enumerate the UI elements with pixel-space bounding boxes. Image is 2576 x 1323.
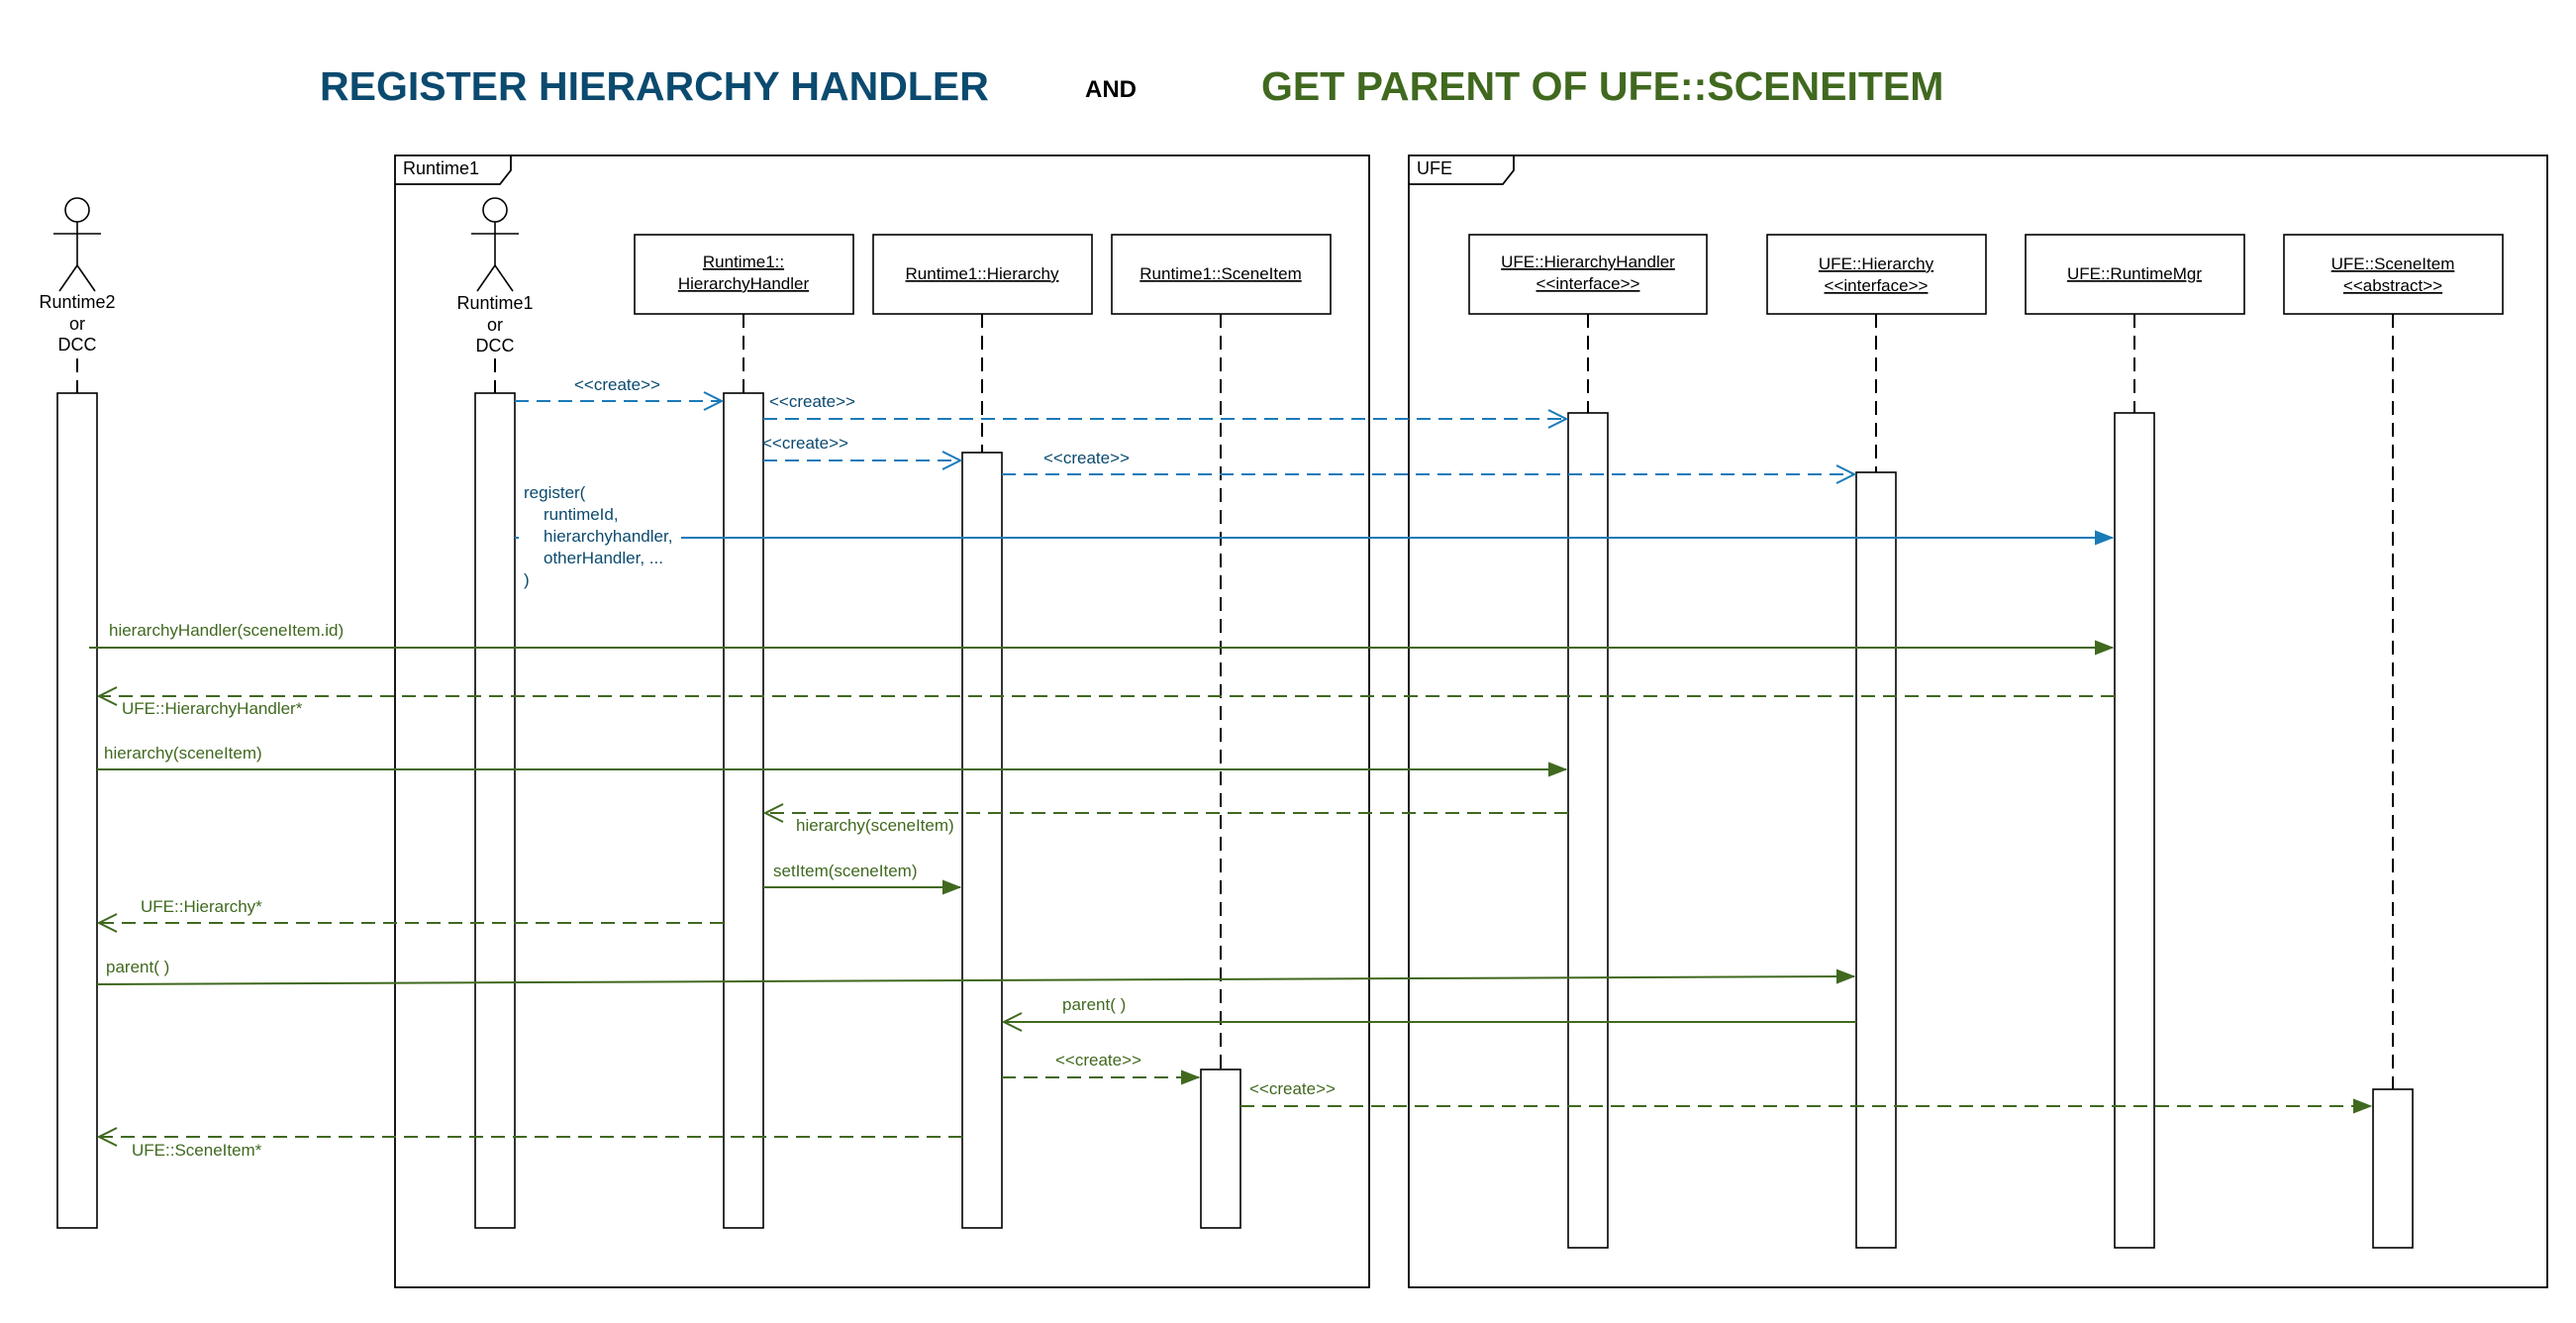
- message-register-line-5: ): [524, 570, 530, 589]
- lifeline-ufe-runtimemgr-label: UFE::RuntimeMgr: [2067, 264, 2202, 283]
- actor-runtime2-label-1: Runtime2: [39, 292, 115, 312]
- message-hierarchy-call2-label: hierarchy(sceneItem): [796, 816, 954, 835]
- title-and: AND: [1085, 76, 1137, 103]
- activation-rt1-sceneitem: [1200, 1069, 1241, 1229]
- activation-rt1-hierarchy: [961, 452, 1003, 1229]
- lifeline-rt1-handler-label-1: Runtime1::: [703, 253, 784, 271]
- actor-runtime1-label-1: Runtime1: [456, 293, 533, 313]
- lifeline-rt1-hierarchy-label: Runtime1::Hierarchy: [906, 264, 1059, 283]
- frame-runtime1: Runtime1: [394, 154, 1370, 1288]
- message-create-rt1-sceneitem-label: <<create>>: [1055, 1051, 1141, 1069]
- message-hierarchy-return: UFE::Hierarchy*: [99, 897, 724, 923]
- activation-ufe-handler: [1567, 412, 1609, 1249]
- activation-ufe-hierarchy: [1855, 471, 1897, 1249]
- actor-runtime1: Runtime1 or DCC: [456, 197, 534, 393]
- activation-ufe-sceneitem: [2372, 1088, 2414, 1249]
- lifeline-rt1-handler: Runtime1:: HierarchyHandler: [634, 234, 854, 393]
- message-hierarchyhandler-return: UFE::HierarchyHandler*: [99, 696, 2115, 718]
- message-register-line-3: hierarchyhandler,: [544, 527, 672, 546]
- message-parent-call2-label: parent( ): [1062, 995, 1126, 1014]
- message-hierarchy-call2: hierarchy(sceneItem): [765, 813, 1568, 835]
- actor-runtime1-label-3: DCC: [476, 336, 515, 356]
- lifeline-ufe-hierarchy-label-2: <<interface>>: [1825, 276, 1929, 295]
- message-create-ufe-handler-label: <<create>>: [769, 392, 855, 411]
- title-left: REGISTER HIERARCHY HANDLER: [320, 63, 989, 109]
- lifeline-rt1-sceneitem: Runtime1::SceneItem: [1111, 234, 1332, 1069]
- message-parent-call2: parent( ): [1004, 995, 1856, 1022]
- message-create-ufe-hierarchy: <<create>>: [1002, 449, 1854, 474]
- message-hierarchyhandler-call-label: hierarchyHandler(sceneItem.id): [109, 621, 344, 640]
- message-hierarchy-call: hierarchy(sceneItem): [97, 744, 1566, 769]
- lifeline-ufe-handler: UFE::HierarchyHandler <<interface>>: [1468, 234, 1708, 413]
- message-hierarchyhandler-return-label: UFE::HierarchyHandler*: [122, 699, 303, 718]
- activation-runtime2: [56, 392, 98, 1229]
- frame-runtime1-label: Runtime1: [403, 158, 479, 178]
- frame-ufe: UFE: [1408, 154, 2548, 1288]
- message-parent-call-label: parent( ): [106, 958, 169, 976]
- lifeline-rt1-hierarchy: Runtime1::Hierarchy: [872, 234, 1093, 453]
- frame-ufe-label: UFE: [1417, 158, 1452, 178]
- actor-runtime1-icon: [482, 197, 508, 223]
- actor-runtime2-label-2: or: [69, 314, 85, 334]
- lifeline-ufe-sceneitem-label-2: <<abstract>>: [2343, 276, 2442, 295]
- message-register-line-1: register(: [524, 483, 586, 502]
- actor-runtime2-label-3: DCC: [58, 335, 97, 355]
- message-create-ufe-sceneitem: <<create>>: [1240, 1079, 2371, 1106]
- message-hierarchyhandler-call: hierarchyHandler(sceneItem.id): [89, 621, 2113, 648]
- lifeline-ufe-hierarchy-label-1: UFE::Hierarchy: [1819, 254, 1934, 273]
- message-setitem: setItem(sceneItem): [763, 862, 960, 887]
- message-create-ufe-hierarchy-label: <<create>>: [1043, 449, 1130, 467]
- message-create-rt1-hierarchy: <<create>>: [762, 434, 960, 460]
- actor-runtime2-icon: [64, 197, 90, 223]
- message-register-line-4: otherHandler, ...: [544, 549, 663, 567]
- activation-runtime1: [474, 392, 516, 1229]
- activation-ufe-runtimemgr: [2114, 412, 2155, 1249]
- message-create-rt1-hierarchy-label: <<create>>: [762, 434, 848, 453]
- message-hierarchy-call-label: hierarchy(sceneItem): [104, 744, 262, 763]
- message-register: register( runtimeId, hierarchyhandler, o…: [515, 479, 2113, 594]
- message-create-handler: <<create>>: [515, 375, 722, 401]
- message-sceneitem-return-label: UFE::SceneItem*: [132, 1141, 262, 1160]
- message-create-ufe-sceneitem-label: <<create>>: [1249, 1079, 1336, 1098]
- message-register-line-2: runtimeId,: [544, 505, 619, 524]
- actor-runtime2: Runtime2 or DCC: [39, 197, 116, 393]
- lifeline-rt1-sceneitem-label: Runtime1::SceneItem: [1139, 264, 1301, 283]
- message-parent-call: parent( ): [96, 958, 1854, 985]
- message-sceneitem-return: UFE::SceneItem*: [99, 1137, 962, 1160]
- lifeline-ufe-handler-label-2: <<interface>>: [1536, 274, 1640, 293]
- actor-runtime1-label-2: or: [487, 315, 503, 335]
- message-hierarchy-return-label: UFE::Hierarchy*: [141, 897, 262, 916]
- message-create-rt1-sceneitem: <<create>>: [1002, 1051, 1199, 1077]
- message-create-handler-label: <<create>>: [574, 375, 660, 394]
- lifeline-ufe-hierarchy: UFE::Hierarchy <<interface>>: [1766, 234, 1987, 472]
- title-right: GET PARENT OF UFE::SCENEITEM: [1261, 63, 1943, 109]
- message-create-ufe-handler: <<create>>: [763, 392, 1566, 419]
- message-setitem-label: setItem(sceneItem): [773, 862, 918, 880]
- activation-rt1-handler: [723, 392, 764, 1229]
- lifeline-ufe-sceneitem: UFE::SceneItem <<abstract>>: [2283, 234, 2504, 1089]
- lifeline-ufe-handler-label-1: UFE::HierarchyHandler: [1501, 253, 1675, 271]
- lifeline-ufe-runtimemgr: UFE::RuntimeMgr: [2025, 234, 2245, 413]
- lifeline-ufe-sceneitem-label-1: UFE::SceneItem: [2331, 254, 2455, 273]
- lifeline-rt1-handler-label-2: HierarchyHandler: [678, 274, 810, 293]
